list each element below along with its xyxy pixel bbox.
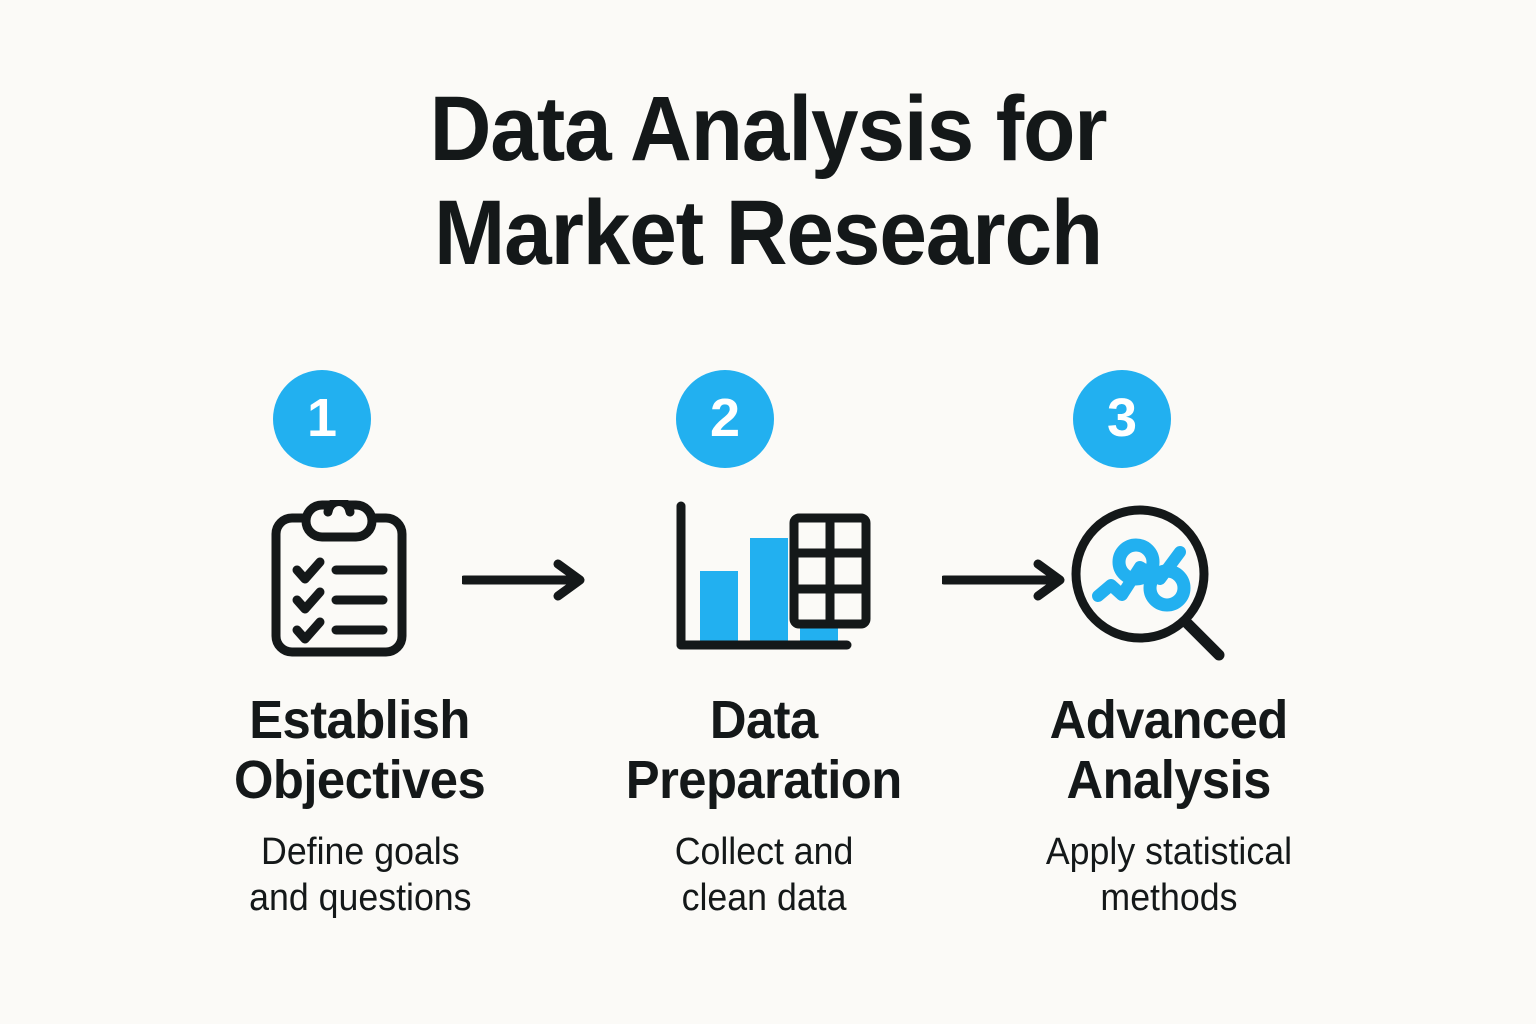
bar-chart-table-icon [668, 500, 873, 665]
step-1-description: Define goals and questions [249, 829, 471, 922]
page-title-line-1: Data Analysis for [429, 78, 1108, 180]
step-number-label-1: 1 [306, 387, 338, 448]
step-2-desc-line-2: clean data [681, 877, 847, 920]
step-number-label-2: 2 [709, 387, 741, 448]
arrow-right-icon-step2-to-step3 [939, 558, 1072, 602]
step-1-heading: Establish Objectives [234, 690, 486, 811]
step-number-badge-3: 3 [1073, 370, 1171, 468]
arrow-right-icon-step1-to-step2 [459, 558, 592, 602]
step-1-visual-zone: 1 [168, 360, 568, 670]
step-3-desc-line-2: methods [1100, 877, 1238, 920]
step-2-description: Collect and clean data [675, 829, 854, 922]
step-advanced-analysis: 3 Advanced [968, 360, 1368, 922]
step-2-heading: Data Preparation [626, 690, 902, 811]
page-title-line-2: Market Research [433, 181, 1103, 284]
step-1-desc-line-1: Define goals [260, 830, 460, 873]
step-2-desc-line-1: Collect and [674, 830, 854, 873]
step-data-preparation: 2 [568, 360, 968, 922]
step-3-visual-zone: 3 [968, 360, 1368, 670]
clipboard-checklist-icon [264, 497, 414, 665]
icon-bar-1 [700, 571, 738, 645]
step-3-description: Apply statistical methods [1046, 829, 1292, 922]
step-establish-objectives: 1 [168, 360, 568, 922]
step-2-visual-zone: 2 [568, 360, 968, 670]
step-number-label-3: 3 [1106, 387, 1138, 448]
step-2-heading-line-2: Preparation [626, 750, 902, 811]
step-3-heading: Advanced Analysis [1049, 690, 1289, 811]
step-3-heading-line-1: Advanced [1049, 690, 1289, 750]
icon-bar-2 [750, 538, 788, 645]
step-1-desc-line-2: and questions [248, 877, 472, 920]
step-1-heading-line-1: Establish [249, 690, 471, 750]
step-1-heading-line-2: Objectives [234, 750, 486, 811]
step-3-heading-line-2: Analysis [1066, 750, 1272, 811]
step-number-badge-2: 2 [676, 370, 774, 468]
magnifier-trendline-icon [1064, 500, 1244, 670]
step-3-desc-line-1: Apply statistical [1045, 830, 1293, 873]
step-number-badge-1: 1 [273, 370, 371, 468]
steps-row: 1 [0, 360, 1536, 922]
step-2-heading-line-1: Data [710, 690, 818, 750]
page-title: Data Analysis for Market Research [0, 78, 1536, 286]
